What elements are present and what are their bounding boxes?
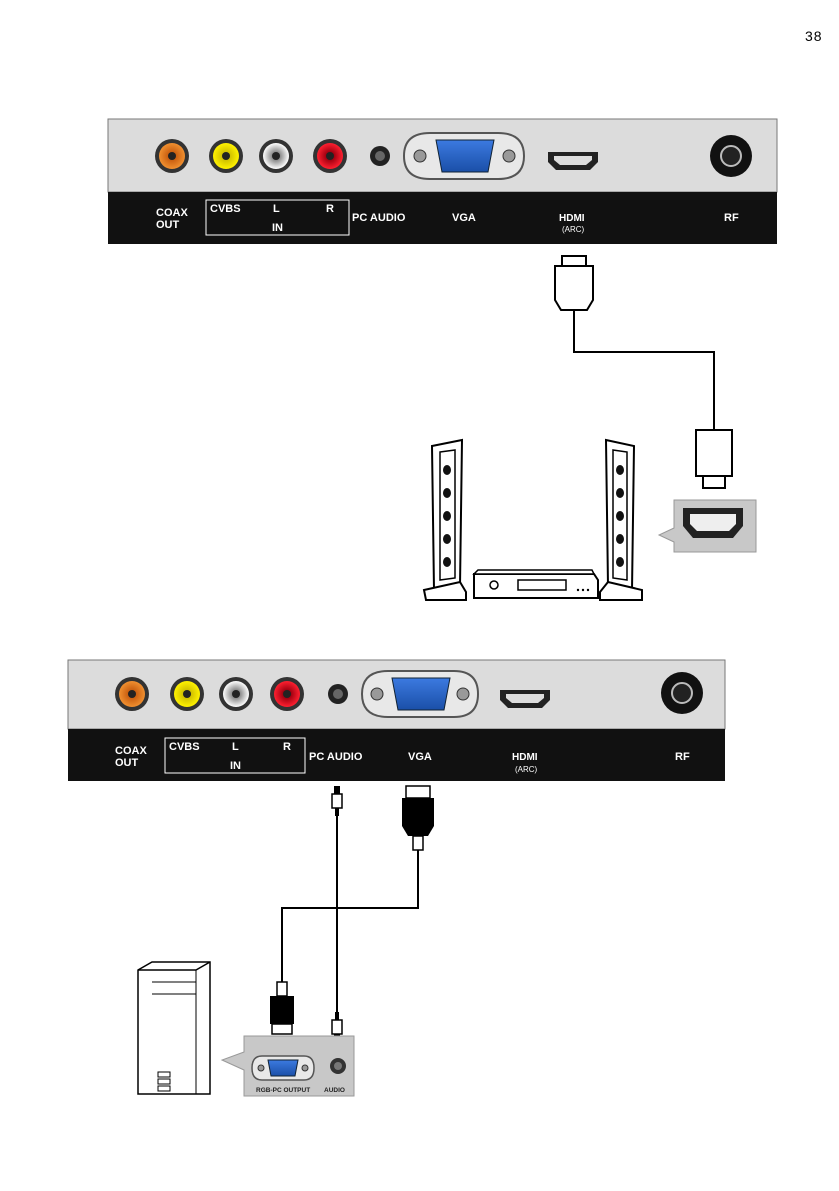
label-r: R xyxy=(326,203,334,215)
label-rf: RF xyxy=(675,751,690,763)
pc-audio-cable xyxy=(332,786,342,1042)
label-l: L xyxy=(273,203,280,215)
vga-port xyxy=(362,671,478,717)
label-hdmi: HDMI xyxy=(512,752,538,763)
label-rf: RF xyxy=(724,212,739,224)
hdmi-port xyxy=(500,690,550,708)
home-theater-icon xyxy=(424,440,642,600)
pc-output-inset: RGB-PC OUTPUT AUDIO xyxy=(222,1036,354,1096)
coax-out-jack xyxy=(155,139,189,173)
label-arc: (ARC) xyxy=(562,225,585,234)
hdmi-inset xyxy=(659,500,756,552)
rf-jack xyxy=(661,672,703,714)
label-coax: COAX xyxy=(115,745,147,757)
audio-l-jack xyxy=(219,677,253,711)
pc-audio-jack xyxy=(370,146,390,166)
pc-audio-jack xyxy=(328,684,348,704)
label-pc-audio: PC AUDIO xyxy=(352,212,406,224)
vga-port xyxy=(404,133,524,179)
label-hdmi: HDMI xyxy=(559,213,585,224)
label-out: OUT xyxy=(115,757,139,769)
hdmi-port xyxy=(548,152,598,170)
label-vga: VGA xyxy=(452,212,476,224)
label-arc: (ARC) xyxy=(515,765,538,774)
vga-cable xyxy=(270,786,434,1034)
pc-tower-icon xyxy=(138,962,210,1094)
rf-jack xyxy=(710,135,752,177)
label-in: IN xyxy=(272,222,283,234)
label-out: OUT xyxy=(156,219,180,231)
label-in: IN xyxy=(230,760,241,772)
label-rgb-pc-output: RGB-PC OUTPUT xyxy=(256,1087,310,1094)
label-audio: AUDIO xyxy=(324,1087,345,1094)
label-l: L xyxy=(232,741,239,753)
audio-l-jack xyxy=(259,139,293,173)
label-cvbs: CVBS xyxy=(169,741,200,753)
label-r: R xyxy=(283,741,291,753)
label-cvbs: CVBS xyxy=(210,203,241,215)
tv-panel-top: COAX OUT CVBS L R IN PC AUDIO VGA HDMI (… xyxy=(108,119,777,244)
audio-r-jack xyxy=(270,677,304,711)
audio-r-jack xyxy=(313,139,347,173)
tv-panel-bottom: COAX OUT CVBS L R IN PC AUDIO VGA HDMI (… xyxy=(68,660,725,781)
cvbs-jack xyxy=(170,677,204,711)
coax-out-jack xyxy=(115,677,149,711)
label-vga: VGA xyxy=(408,751,432,763)
cvbs-jack xyxy=(209,139,243,173)
hdmi-cable xyxy=(555,256,732,488)
label-pc-audio: PC AUDIO xyxy=(309,751,363,763)
label-coax: COAX xyxy=(156,207,188,219)
